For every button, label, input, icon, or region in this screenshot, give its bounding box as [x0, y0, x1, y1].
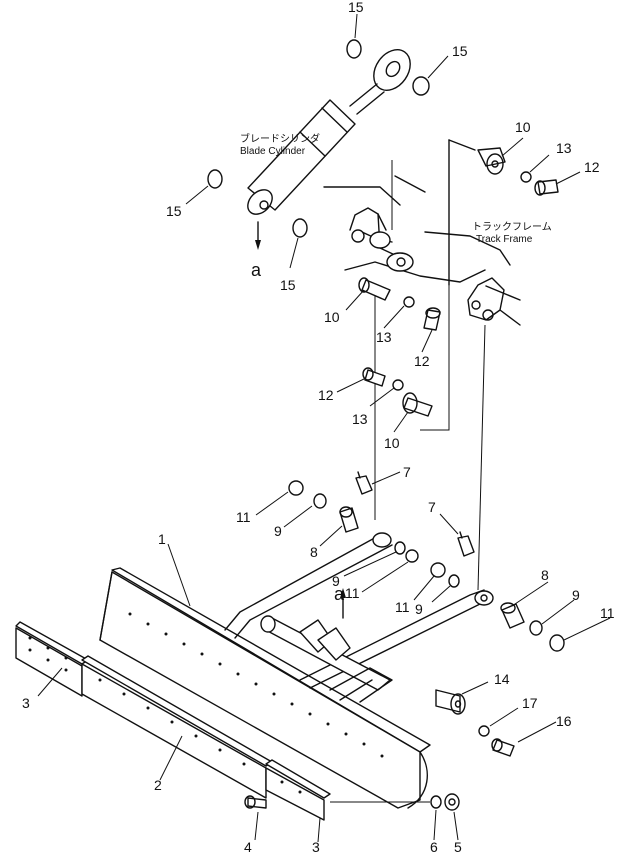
callout-15: 15: [348, 0, 364, 15]
washer-15-right: [412, 76, 430, 96]
callout-10: 10: [384, 435, 400, 451]
callout-12: 12: [318, 387, 334, 403]
callout-13: 13: [352, 411, 368, 427]
blade-1: [99, 532, 494, 809]
callout-12: 12: [414, 353, 430, 369]
callout-17: 17: [522, 695, 538, 711]
callout-9: 9: [274, 523, 282, 539]
callout-2: 2: [154, 777, 162, 793]
callout-6: 6: [430, 839, 438, 853]
blade-cylinder: [247, 49, 411, 215]
callout-8: 8: [541, 567, 549, 583]
callout-11: 11: [600, 605, 615, 621]
callout-9: 9: [332, 573, 340, 589]
bolt-16: [491, 738, 515, 757]
bushing-9-d: [529, 620, 543, 636]
track-frame-label-en: Track Frame: [476, 234, 533, 245]
bushing-9-b: [394, 541, 406, 555]
callout-8: 8: [310, 544, 318, 560]
callout-15: 15: [452, 43, 468, 59]
bushing-9-c: [448, 574, 460, 588]
washer-11-d: [549, 634, 565, 652]
bolt-12-upper: [534, 179, 559, 196]
bolt-4: [244, 795, 267, 809]
washer-17: [478, 725, 490, 737]
end-bit-3-right: [265, 759, 331, 821]
track-frame: [323, 139, 521, 326]
callout-1: 1: [158, 531, 166, 547]
callout-10: 10: [324, 309, 340, 325]
washer-11-a: [288, 480, 304, 496]
blade-cylinder-label-jp: ブレードシリンダ: [240, 132, 320, 145]
callout-5: 5: [454, 839, 462, 853]
leader-lines: [37, 13, 611, 843]
callout-7: 7: [428, 499, 436, 515]
bushing-9-a: [313, 493, 327, 509]
lockwasher-13-upper: [520, 171, 532, 183]
track-frame-label-jp: トラックフレーム: [472, 221, 552, 233]
nut-5: [444, 793, 460, 811]
washer-6: [430, 795, 442, 809]
callout-16: 16: [556, 713, 572, 729]
callout-15: 15: [166, 203, 182, 219]
callout-7: 7: [403, 464, 411, 480]
bolt-12-lower: [362, 367, 386, 387]
callout-3: 3: [22, 695, 30, 711]
grease-fitting-7-right: [457, 531, 475, 557]
callout-4: 4: [244, 839, 252, 853]
callout-14: 14: [494, 671, 510, 687]
callout-11: 11: [236, 509, 251, 525]
washer-15-top: [346, 39, 362, 59]
callout-3: 3: [312, 839, 320, 853]
callout-13: 13: [376, 329, 392, 345]
blade-cylinder-label-en: Blade Cylinder: [240, 146, 306, 157]
pin-10-lower: [402, 392, 433, 417]
washer-11-b: [405, 549, 419, 563]
callout-9: 9: [415, 601, 423, 617]
callout-12: 12: [584, 159, 600, 175]
lockwasher-13-lower: [392, 379, 404, 391]
lockwasher-13-mid: [403, 296, 415, 308]
callout-11: 11: [345, 585, 360, 601]
pin-10-middle: [358, 277, 391, 301]
bolt-12-mid: [423, 307, 441, 331]
bushing-8-a: [339, 506, 359, 533]
callout-11: 11: [395, 599, 410, 615]
callout-15: 15: [280, 277, 296, 293]
end-bit-3-left: [15, 621, 89, 697]
callout-9: 9: [572, 587, 580, 603]
pin-14: [435, 689, 466, 715]
washer-15-left: [207, 169, 223, 189]
ref-a-top: a: [251, 260, 262, 280]
ref-a-bottom: a: [334, 584, 345, 604]
grease-fitting-7-left: [355, 471, 373, 495]
callout-13: 13: [556, 140, 572, 156]
callout-10: 10: [515, 119, 531, 135]
bushing-8-b: [500, 602, 525, 629]
washer-11-c: [430, 562, 446, 578]
washer-15-bottom: [292, 218, 308, 238]
pin-10-upper: [477, 147, 506, 175]
